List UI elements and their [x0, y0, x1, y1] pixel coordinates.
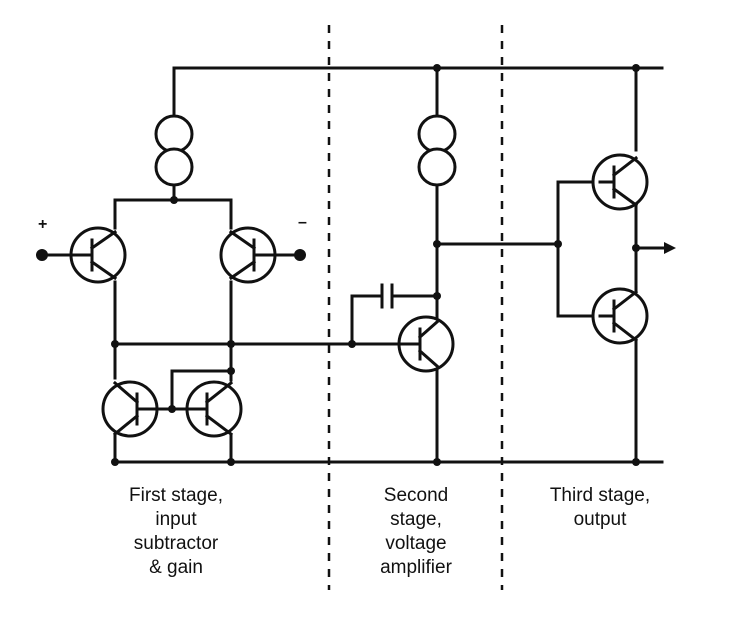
input-transistor-minus [219, 226, 277, 284]
stage2-wiring [350, 182, 560, 464]
output-transistor-lower [591, 287, 649, 345]
current-source-stage1 [154, 114, 194, 187]
inverting-input-label: – [298, 214, 307, 231]
mirror-transistor-left [101, 380, 174, 438]
stage3-caption: Third stage, output [549, 485, 651, 530]
vas-transistor [350, 315, 455, 373]
output-transistor-upper [591, 153, 649, 211]
positive-supply-rail [172, 66, 664, 152]
stage1-caption: First stage, input subtractor & gain [129, 485, 223, 578]
stage2-caption: Second stage, voltage amplifier [380, 485, 452, 578]
mirror-transistor-right [170, 380, 243, 438]
current-source-stage2 [417, 114, 457, 187]
junction-dots [36, 64, 640, 466]
noninverting-input-label: + [38, 216, 48, 233]
output-arrow-icon [664, 242, 676, 254]
compensation-capacitor [380, 283, 394, 309]
input-transistor-plus [69, 226, 127, 284]
